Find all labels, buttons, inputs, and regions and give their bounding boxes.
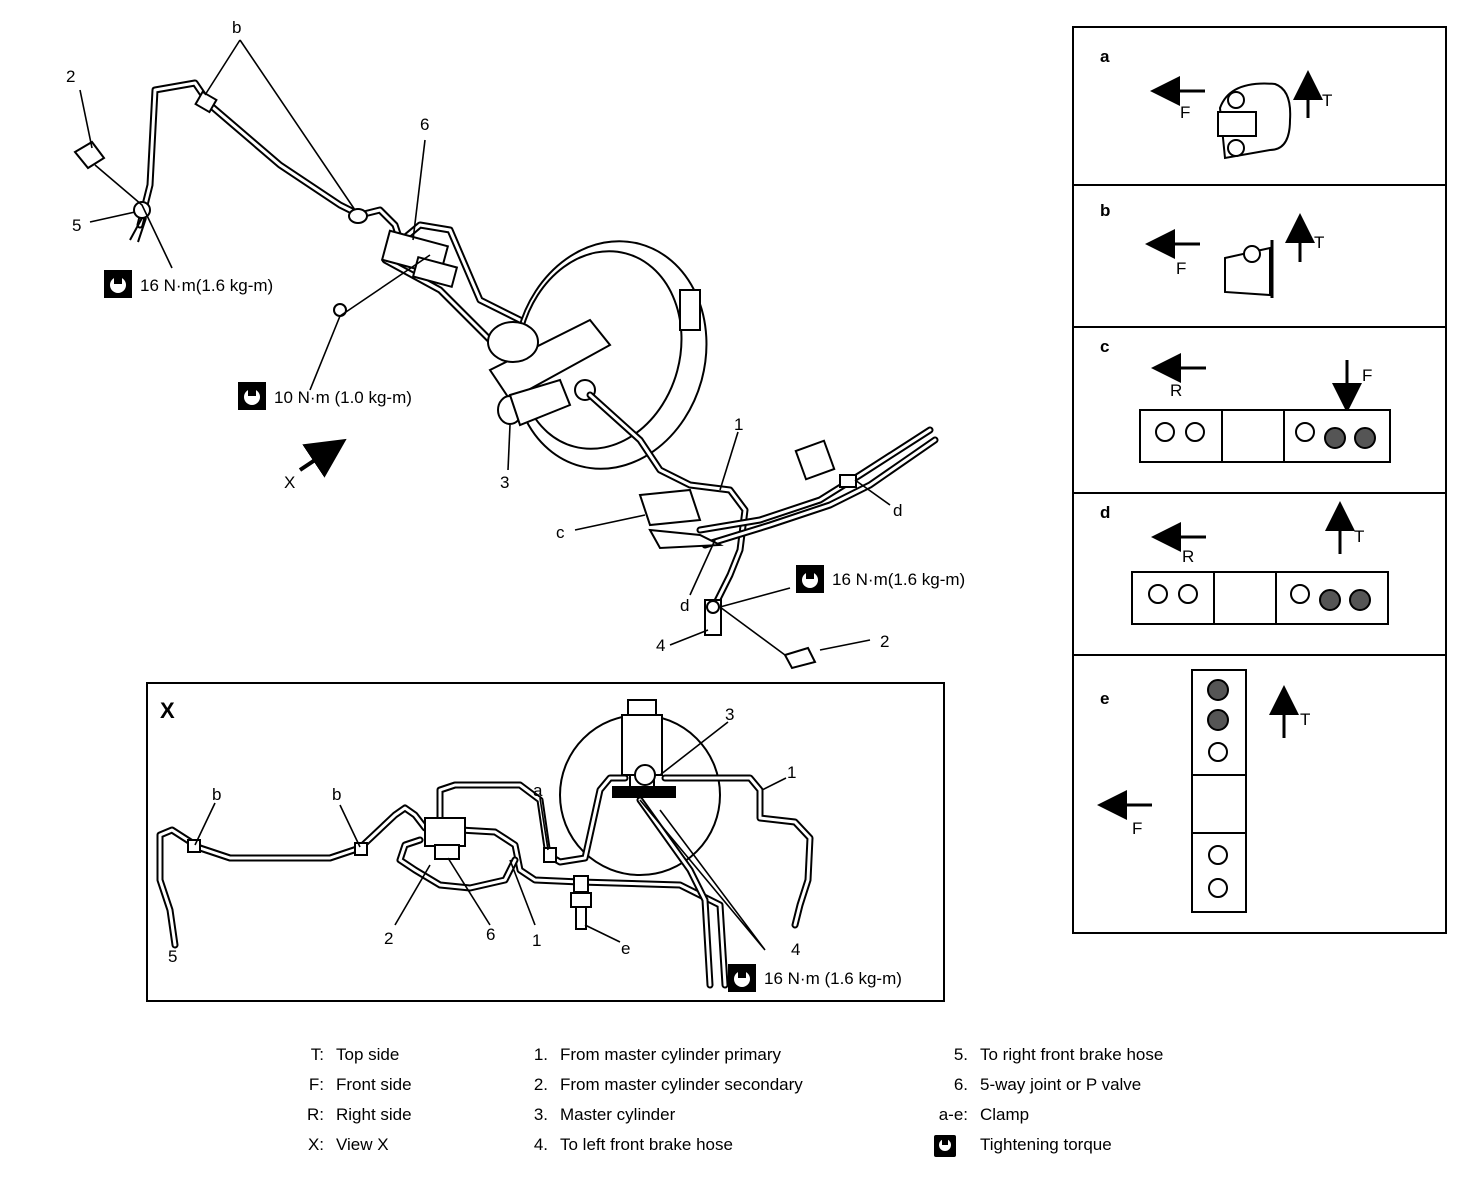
view-x-label-e: e: [621, 939, 630, 958]
legend-key: 3.: [533, 1105, 548, 1124]
label-d-right: d: [893, 501, 902, 520]
legend-key: X:: [307, 1135, 324, 1154]
view-x-label-a: a: [533, 781, 543, 800]
torque-icon: [728, 964, 756, 992]
legend-row: 2. From master cylinder secondary: [520, 1070, 803, 1100]
legend-text: Top side: [336, 1045, 400, 1064]
legend-key: 2.: [533, 1075, 548, 1094]
view-x-label-b-right: b: [332, 785, 341, 804]
view-x-title: X: [160, 698, 175, 723]
clamp-d-dir1: R: [1182, 547, 1194, 566]
legend-text: 5-way joint or P valve: [980, 1075, 1142, 1094]
label-2-top: 2: [66, 67, 75, 86]
view-x-torque-label: 16 N·m (1.6 kg-m): [764, 969, 902, 988]
legend-key: 6.: [953, 1075, 968, 1094]
legend-col2: 1. From master cylinder primary 2. From ma…: [520, 1040, 803, 1160]
torque-icon: [934, 1134, 956, 1157]
label-x-arrow: X: [284, 473, 295, 492]
view-x-label-b-left: b: [212, 785, 221, 804]
clamp-e-detail: e T F: [1097, 669, 1310, 913]
legend-text: To right front brake hose: [980, 1045, 1164, 1064]
clamp-a-id: a: [1100, 47, 1110, 66]
view-x-label-2: 2: [384, 929, 393, 948]
clamp-a-dir1: F: [1180, 103, 1190, 122]
clamp-e-id: e: [1100, 689, 1109, 708]
view-x-label-3: 3: [725, 705, 734, 724]
clamp-d-id: d: [1100, 503, 1110, 522]
torque-label-16-right: 16 N·m(1.6 kg-m): [832, 570, 965, 589]
legend-text: View X: [336, 1135, 389, 1154]
perspective-view: b 2 5 6 3 1 c d d 4 2 X 16 N·m(1.6 kg-m)…: [66, 18, 965, 670]
label-1-top: 1: [734, 415, 743, 434]
legend-text: To left front brake hose: [560, 1135, 733, 1154]
view-x-label-5: 5: [168, 947, 177, 966]
legend-text: Right side: [336, 1105, 412, 1124]
legend-row: 6. 5-way joint or P valve: [922, 1070, 1163, 1100]
label-5-top: 5: [72, 216, 81, 235]
legend-key: a-e:: [938, 1105, 968, 1124]
legend-text: Tightening torque: [980, 1135, 1112, 1154]
clamp-c-dir1: R: [1170, 381, 1182, 400]
label-4-top: 4: [656, 636, 665, 655]
legend-key: T:: [310, 1045, 324, 1064]
clamp-c-detail: c R F: [1100, 337, 1391, 463]
legend-row: X: View X: [298, 1130, 412, 1160]
legend-key: F:: [308, 1075, 324, 1094]
torque-label-16-left: 16 N·m(1.6 kg-m): [140, 276, 273, 295]
legend-row: 1. From master cylinder primary: [520, 1040, 803, 1070]
legend-row: 3. Master cylinder: [520, 1100, 803, 1130]
clamp-a-dir2: T: [1322, 91, 1332, 110]
clamp-c-dir2: F: [1362, 366, 1372, 385]
legend-col3: 5. To right front brake hose 6. 5-way join…: [922, 1040, 1163, 1160]
legend-text: Front side: [336, 1075, 412, 1094]
torque-icon: [104, 270, 132, 298]
legend-row: T: Top side: [298, 1040, 412, 1070]
legend-text: From master cylinder secondary: [560, 1075, 803, 1094]
clamp-b-dir1: F: [1176, 259, 1186, 278]
legend-row: F: Front side: [298, 1070, 412, 1100]
view-x-label-1-left: 1: [532, 931, 541, 950]
legend-text: Clamp: [980, 1105, 1030, 1124]
legend-key: 1.: [533, 1045, 548, 1064]
torque-label-10: 10 N·m (1.0 kg-m): [274, 388, 412, 407]
clamp-e-dir2: F: [1132, 819, 1142, 838]
view-x-label-1-right: 1: [787, 763, 796, 782]
view-x-label-6: 6: [486, 925, 495, 944]
label-6-top: 6: [420, 115, 429, 134]
label-c-top: c: [556, 523, 565, 542]
label-3-top: 3: [500, 473, 509, 492]
clamp-b-id: b: [1100, 201, 1110, 220]
legend-text: From master cylinder primary: [560, 1045, 782, 1064]
label-2-bottom: 2: [880, 632, 889, 651]
clamp-d-dir2: T: [1354, 527, 1364, 546]
legend-row: a-e: Clamp: [922, 1100, 1163, 1130]
label-d-bottom: d: [680, 596, 689, 615]
torque-icon: [238, 382, 266, 410]
clamp-b-dir2: T: [1314, 233, 1324, 252]
legend-row: 5. To right front brake hose: [922, 1040, 1164, 1070]
clamp-a-detail: a F T: [1100, 47, 1332, 160]
legend-text: Master cylinder: [560, 1105, 676, 1124]
legend-col1: T: Top side F: Front side R: Right side X: V…: [298, 1040, 412, 1160]
legend-key: 4.: [533, 1135, 548, 1154]
view-x-inset: X: [146, 682, 945, 1002]
legend-key: [922, 1130, 968, 1160]
legend-key: R:: [307, 1105, 324, 1124]
view-x-label-4: 4: [791, 940, 800, 959]
label-b-top: b: [232, 18, 241, 37]
clamp-b-detail: b F T: [1100, 201, 1324, 298]
clamp-c-id: c: [1100, 337, 1109, 356]
clamp-d-detail: d R T: [1100, 501, 1389, 625]
legend-row: Tightening torque: [922, 1130, 1163, 1160]
legend-key: 5.: [953, 1045, 968, 1064]
torque-icon: [796, 565, 824, 593]
legend-row: 4. To left front brake hose: [520, 1130, 803, 1160]
legend-row: R: Right side: [298, 1100, 412, 1130]
clamp-e-dir1: T: [1300, 710, 1310, 729]
clamp-detail-panel: a F T b F T c R F: [1072, 26, 1447, 934]
